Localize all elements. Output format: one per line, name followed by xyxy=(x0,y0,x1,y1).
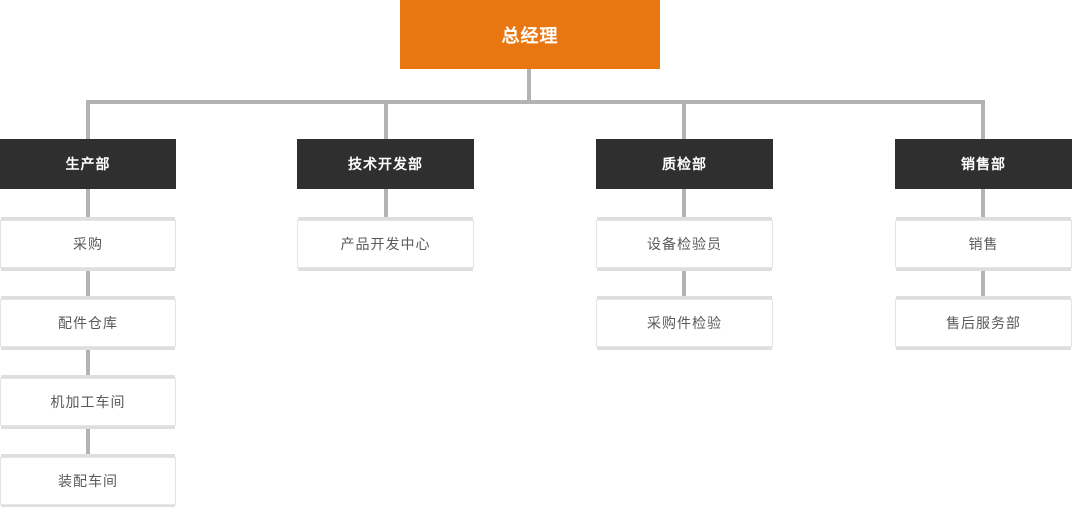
connector-col1-c xyxy=(86,347,90,378)
connector-col3-b xyxy=(682,268,686,299)
org-node-sales-dept: 销售部 xyxy=(895,139,1072,189)
org-node-machining-workshop: 机加工车间 xyxy=(0,378,176,426)
connector-drop-col1 xyxy=(86,100,90,139)
connector-col3-a xyxy=(682,189,686,220)
org-node-sales: 销售 xyxy=(895,220,1072,268)
connector-drop-col2 xyxy=(384,100,388,139)
org-node-tech-development-dept: 技术开发部 xyxy=(297,139,474,189)
connector-col1-a xyxy=(86,189,90,220)
connector-col1-d xyxy=(86,426,90,457)
connector-drop-col4 xyxy=(981,100,985,139)
org-node-procurement: 采购 xyxy=(0,220,176,268)
org-node-parts-warehouse: 配件仓库 xyxy=(0,299,176,347)
org-node-quality-inspection-dept: 质检部 xyxy=(596,139,773,189)
org-node-production-dept: 生产部 xyxy=(0,139,176,189)
connector-col4-b xyxy=(981,268,985,299)
connector-root-drop xyxy=(527,69,531,102)
connector-col1-b xyxy=(86,268,90,299)
org-node-after-sales-service: 售后服务部 xyxy=(895,299,1072,347)
connector-main-rail xyxy=(86,100,985,104)
org-node-purchased-parts-inspection: 采购件检验 xyxy=(596,299,773,347)
connector-col4-a xyxy=(981,189,985,220)
org-node-assembly-workshop: 装配车间 xyxy=(0,457,176,505)
connector-drop-col3 xyxy=(682,100,686,139)
org-node-product-dev-center: 产品开发中心 xyxy=(297,220,474,268)
org-node-general-manager: 总经理 xyxy=(400,0,660,69)
connector-col2-a xyxy=(384,189,388,220)
org-node-equipment-inspector: 设备检验员 xyxy=(596,220,773,268)
